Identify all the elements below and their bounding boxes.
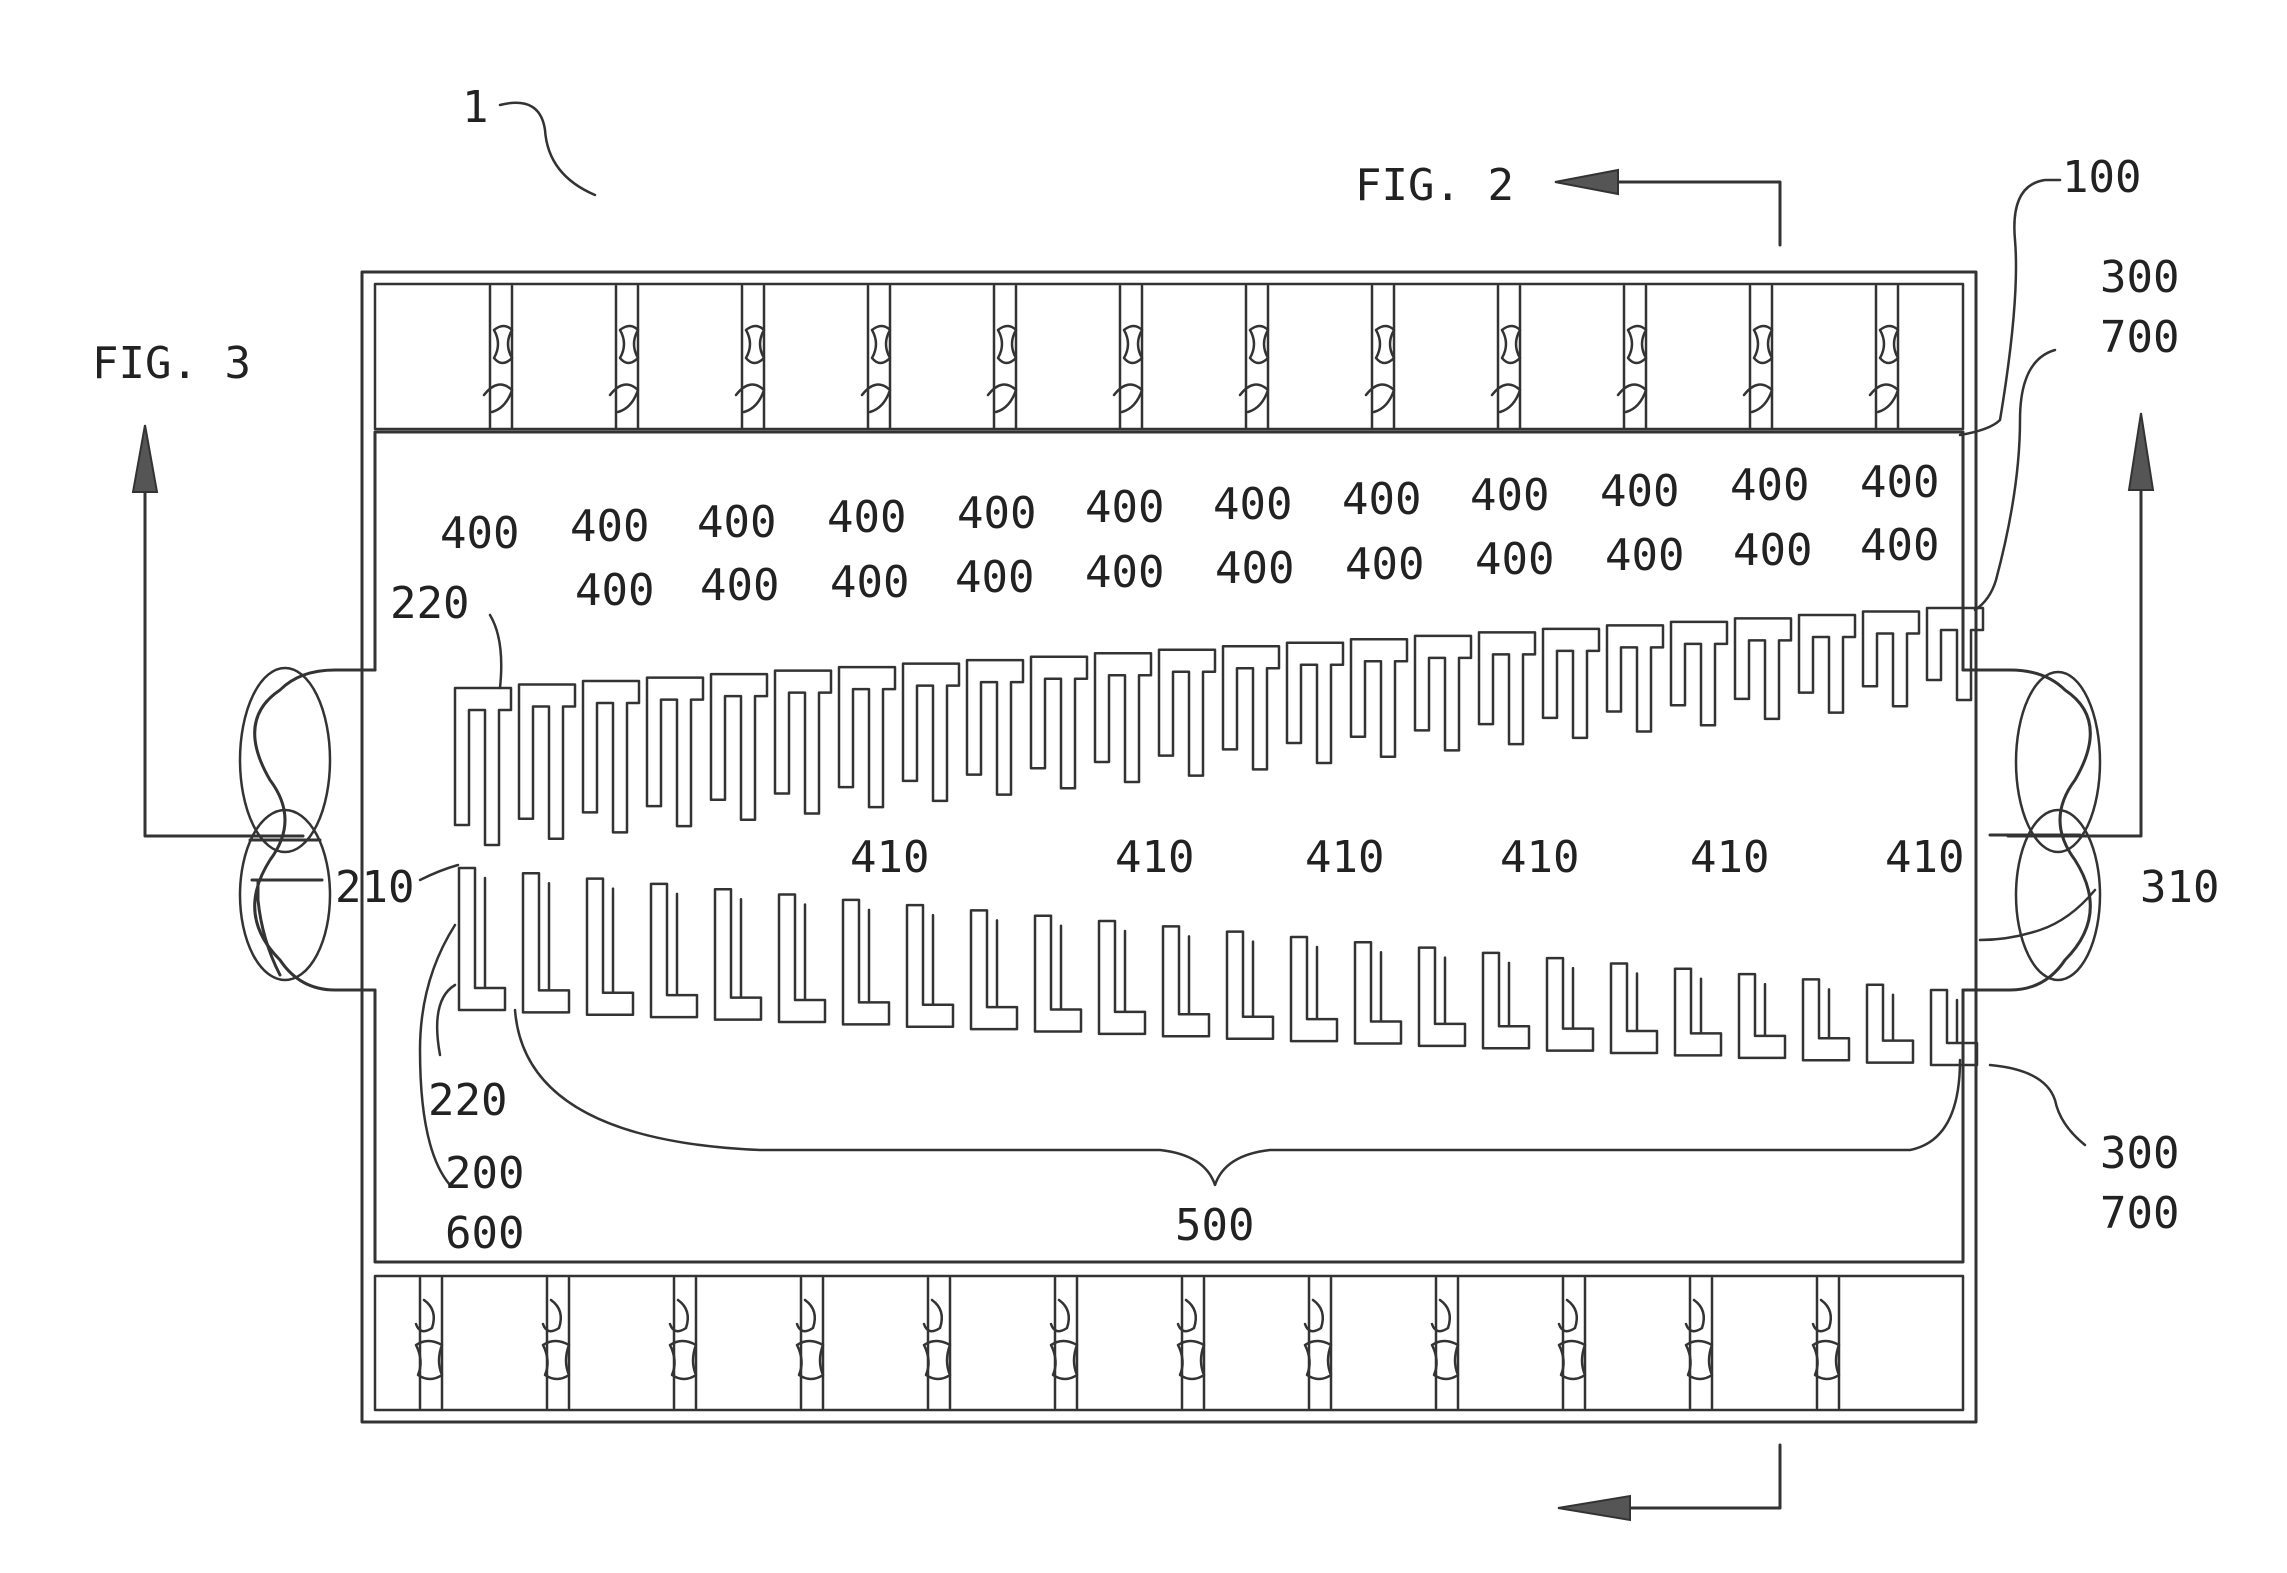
label-outlet-bottom-a: 300 [2100,1128,2179,1179]
latch-top-10 [1618,286,1646,428]
plate-pair-6 [775,671,831,1022]
plate-pair-1 [455,688,511,1010]
label-plate-15: 400 [830,557,909,608]
label-gap-5: 410 [1690,832,1769,883]
plate-pair-16 [1415,636,1471,1046]
plate-pair-10 [1031,657,1087,1032]
plate-pair-4 [647,678,703,1018]
label-plate-22: 400 [1733,525,1812,576]
label-stack: 500 [1175,1200,1254,1251]
label-plate-1: 400 [440,508,519,559]
label-plate-8: 400 [1342,474,1421,525]
label-inlet-plate-bottom: 220 [428,1075,507,1126]
latch-top-3 [736,286,764,428]
label-plate-10: 400 [1600,466,1679,517]
latch-bottom-10 [1559,1278,1585,1408]
label-fig3: FIG. 3 [92,338,251,389]
label-gap-4: 410 [1500,832,1579,883]
label-plate-12: 400 [1860,457,1939,508]
label-plate-11: 400 [1730,460,1809,511]
latch-top-2 [610,286,638,428]
label-plate-16: 400 [955,552,1034,603]
bottom-latch-row [416,1278,1839,1408]
plate-pair-19 [1607,625,1663,1053]
label-gap-1: 410 [850,832,929,883]
label-plate-20: 400 [1475,534,1554,585]
label-inlet-gap: 210 [335,862,414,913]
label-plate-17: 400 [1085,547,1164,598]
latch-top-7 [1240,286,1268,428]
latch-top-1 [484,286,512,428]
latch-bottom-4 [797,1278,823,1408]
top-latch-row [484,286,1898,428]
latch-top-9 [1492,286,1520,428]
label-plate-5: 400 [957,488,1036,539]
latch-bottom-8 [1305,1278,1331,1408]
label-housing: 100 [2062,152,2141,203]
latch-bottom-9 [1432,1278,1458,1408]
latch-top-6 [1114,286,1142,428]
latch-bottom-6 [1051,1278,1077,1408]
label-plate-9: 400 [1470,470,1549,521]
label-gap-3: 410 [1305,832,1384,883]
latch-top-11 [1744,286,1772,428]
label-gap-2: 410 [1115,832,1194,883]
label-outlet-bottom-b: 700 [2100,1188,2179,1239]
label-outlet-top-a: 300 [2100,252,2179,303]
plate-pair-9 [967,660,1023,1029]
latch-top-12 [1870,286,1898,428]
label-plate-2: 400 [570,501,649,552]
label-inlet-plate-top: 220 [390,578,469,629]
label-plate-13: 400 [575,565,654,616]
latch-bottom-12 [1813,1278,1839,1408]
latch-top-5 [988,286,1016,428]
plate-pair-3 [583,681,639,1015]
inlet-pipe [240,668,375,990]
label-plate-7: 400 [1213,479,1292,530]
latch-top-8 [1366,286,1394,428]
label-fig2: FIG. 2 [1355,160,1514,211]
label-plate-21: 400 [1605,530,1684,581]
label-inlet-b: 600 [445,1208,524,1259]
latch-bottom-5 [924,1278,950,1408]
label-gap-6: 410 [1885,832,1964,883]
latch-bottom-2 [543,1278,569,1408]
plate-pair-5 [711,674,767,1019]
latch-bottom-7 [1178,1278,1204,1408]
label-plate-6: 400 [1085,482,1164,533]
outlet-pipe [1963,670,2100,990]
label-outlet-top-b: 700 [2100,312,2179,363]
label-plate-19: 400 [1345,539,1424,590]
latch-bottom-3 [670,1278,696,1408]
plate-label-group: 400 400 400 400 400 400 400 400 400 400 400 400 400 4… [440,457,1939,616]
gap-label-group: 410 410 410 410 410 410 [850,832,1964,883]
label-outlet-chamber: 310 [2140,862,2219,913]
label-plate-23: 400 [1860,520,1939,571]
label-plate-18: 400 [1215,543,1294,594]
latch-bottom-1 [416,1278,442,1408]
label-plate-4: 400 [827,492,906,543]
latch-bottom-11 [1686,1278,1712,1408]
plate-pair-13 [1223,646,1279,1038]
label-plate-3: 400 [697,497,776,548]
latch-top-4 [862,286,890,428]
plate-pair-22 [1799,615,1855,1060]
label-device: 1 [462,82,489,133]
plate-pair-2 [519,685,575,1013]
label-inlet-a: 200 [445,1148,524,1199]
label-plate-14: 400 [700,560,779,611]
